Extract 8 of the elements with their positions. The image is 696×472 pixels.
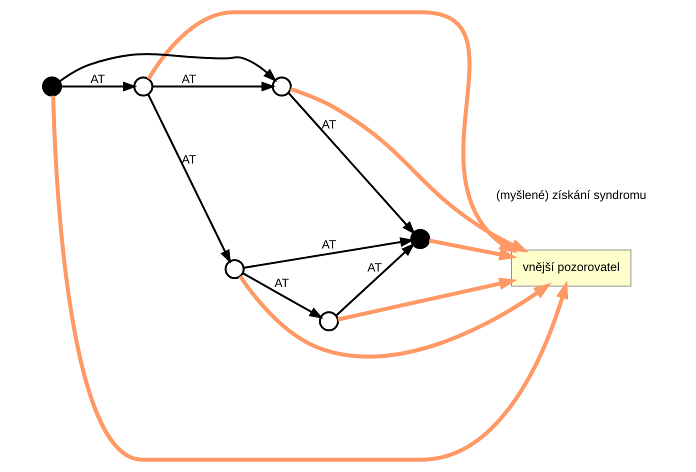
edge-label: AT — [321, 117, 336, 132]
edge-label: AT — [321, 238, 336, 252]
edge-label: AT — [181, 72, 196, 86]
edge-label: AT — [366, 260, 382, 275]
edge-label: AT — [90, 72, 104, 86]
label: (myšlené) získání syndromu — [496, 188, 646, 202]
edge-label: AT — [181, 152, 196, 166]
edge-label: AT — [274, 276, 289, 290]
